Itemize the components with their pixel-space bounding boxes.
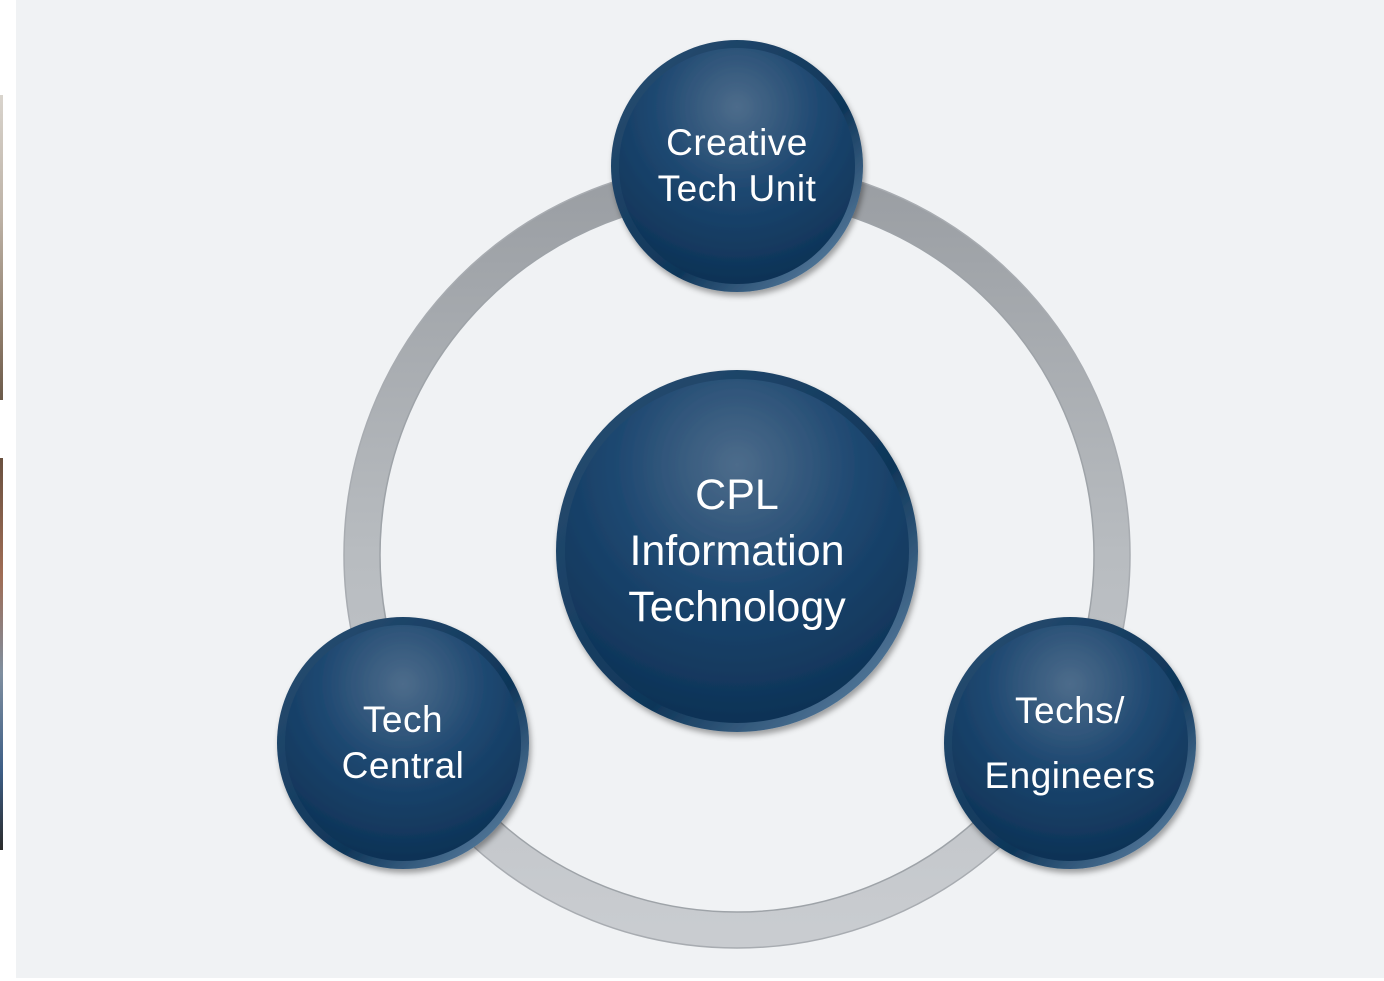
node-left (277, 617, 529, 869)
center-node (556, 370, 918, 732)
node-top (611, 40, 863, 292)
cropped-image-edge-bottom (0, 458, 3, 850)
cropped-image-edge-top (0, 95, 3, 400)
node-right (944, 617, 1196, 869)
